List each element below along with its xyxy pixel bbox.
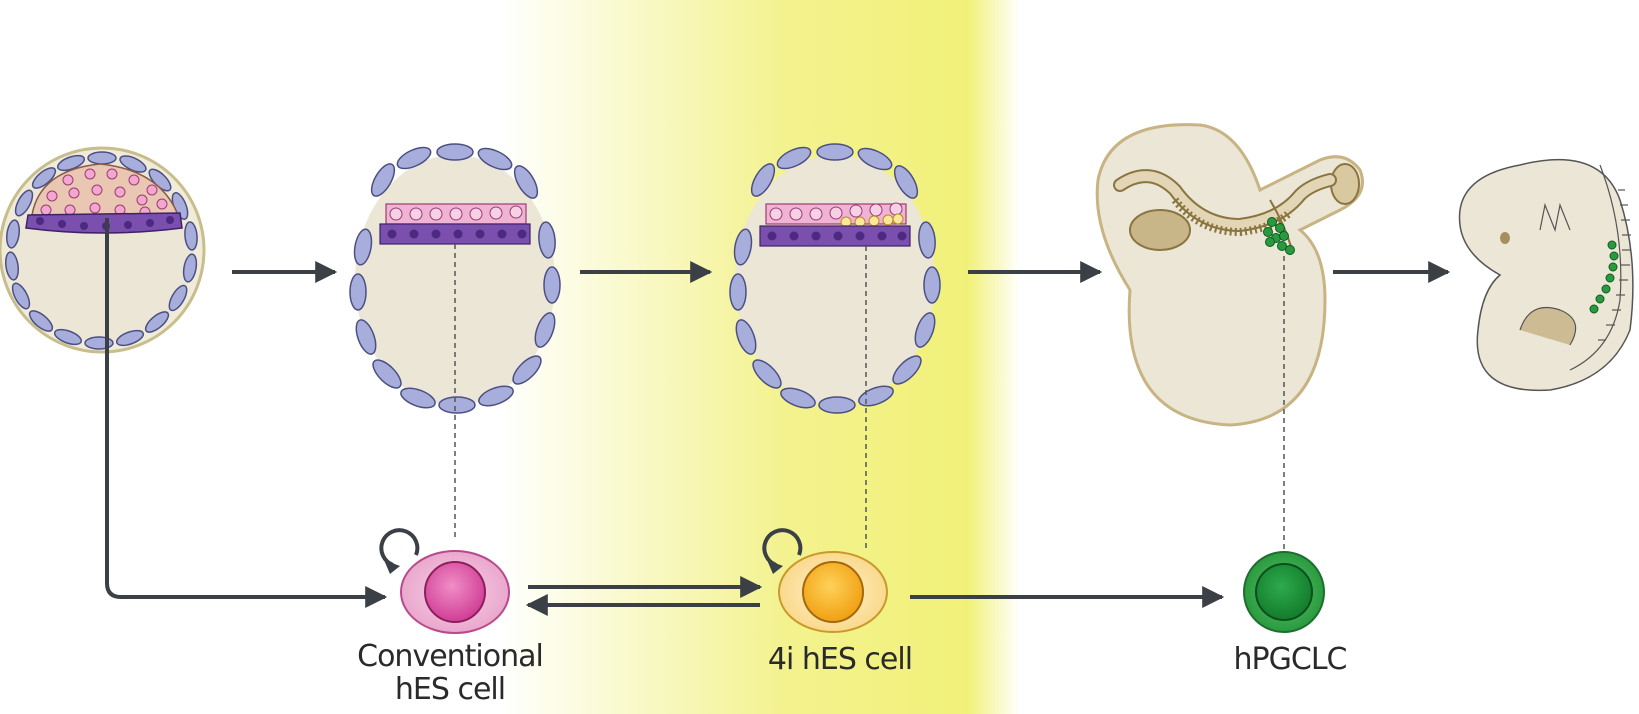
blastocyst-embryo bbox=[0, 146, 206, 354]
four-i-hes-cell bbox=[778, 551, 888, 633]
later-embryo bbox=[1458, 158, 1634, 392]
implanted-embryo-naive bbox=[729, 143, 941, 414]
conventional-hes-label-line2: hES cell bbox=[394, 672, 506, 707]
hpgclc-label: hPGCLC bbox=[1233, 642, 1348, 677]
four-i-hes-label: 4i hES cell bbox=[767, 642, 913, 677]
arrow-blastocyst-to-conventional bbox=[105, 218, 388, 608]
conventional-hes-cell bbox=[400, 550, 510, 634]
conventional-hes-label-line1: Conventional bbox=[357, 639, 544, 674]
circular-arrow-icon bbox=[379, 528, 420, 574]
circular-arrow-icon bbox=[762, 528, 803, 574]
gastrulating-embryo bbox=[1095, 123, 1364, 427]
conventional-hes-label: Conventional hES cell bbox=[330, 640, 570, 706]
hpgclc-cell bbox=[1243, 551, 1325, 633]
